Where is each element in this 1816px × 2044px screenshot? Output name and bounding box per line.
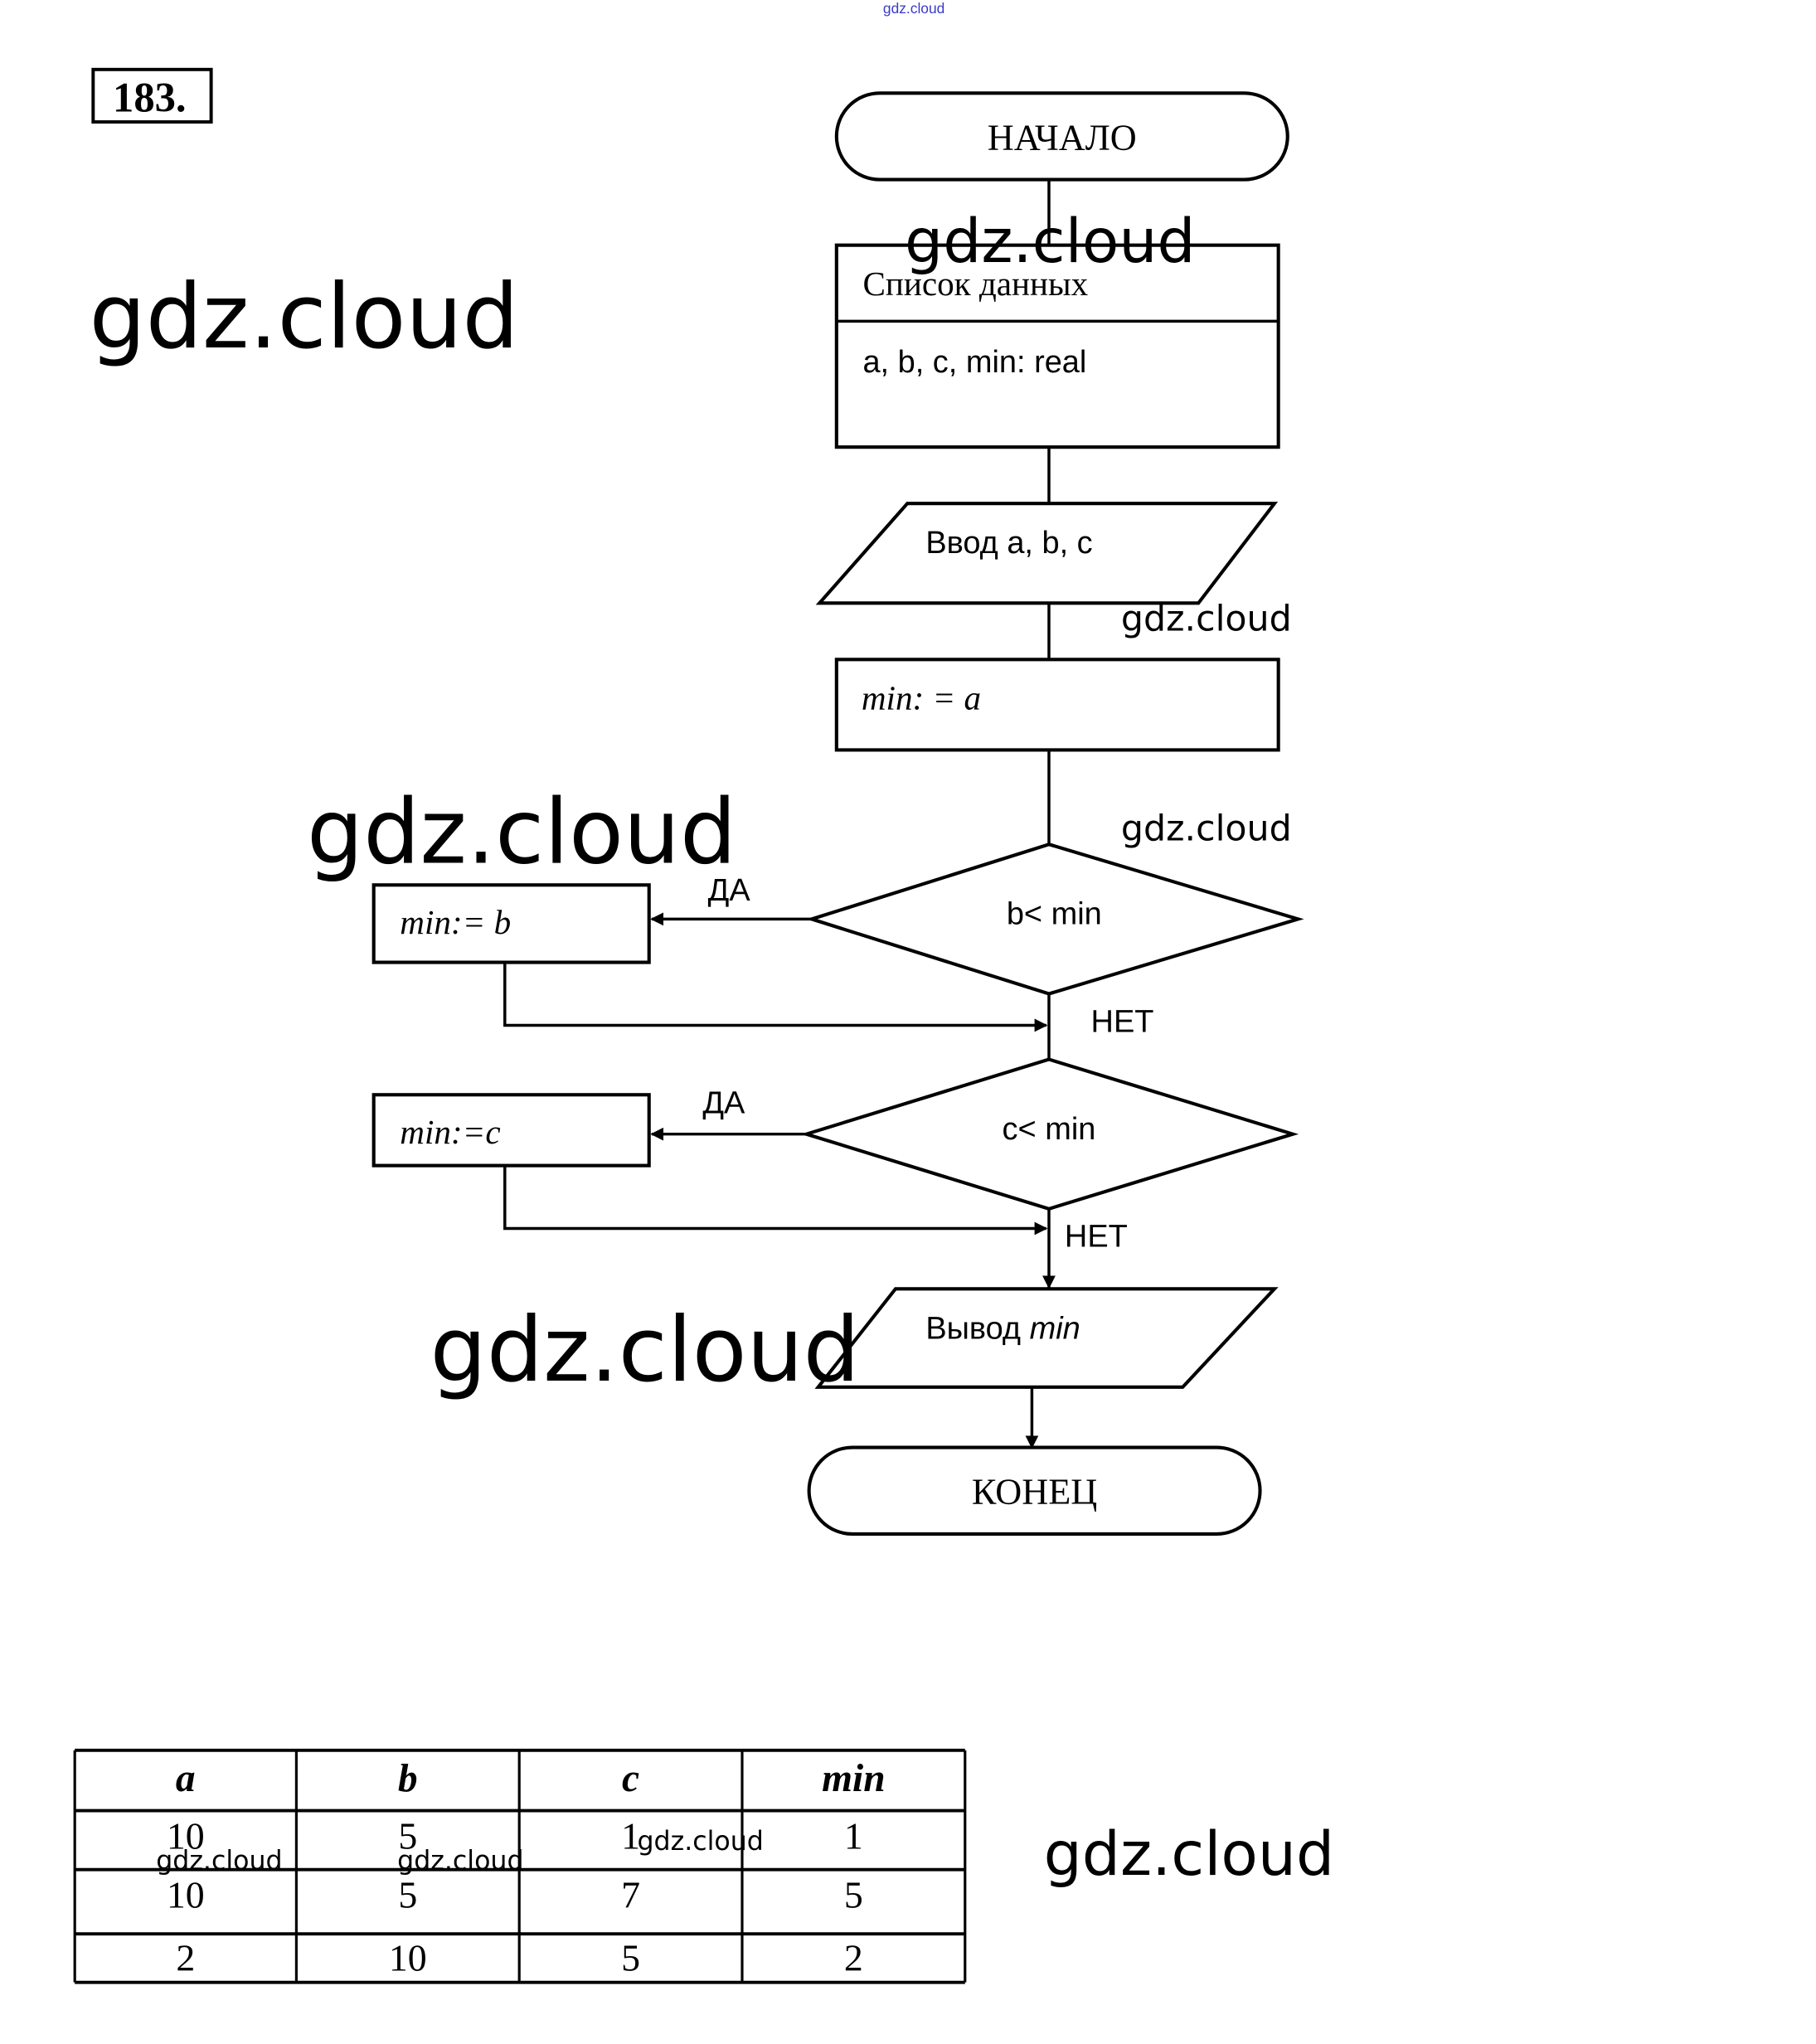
assign-min-c-block: min:=c xyxy=(371,1093,651,1168)
input-label: Ввод a, b, c xyxy=(925,526,1092,561)
decision-2-no-label: НЕТ xyxy=(1065,1220,1128,1255)
table-header-cell: a xyxy=(176,1757,196,1800)
end-terminal: КОНЕЦ xyxy=(807,1445,1262,1536)
assign-min-a-label: min: = a xyxy=(862,678,981,716)
table-cell: 5 xyxy=(844,1874,863,1916)
watermark: gdz.cloud xyxy=(637,1827,763,1857)
decision-2-condition: c< min xyxy=(1003,1112,1096,1147)
decision-1-condition: b< min xyxy=(1007,897,1102,932)
table-cell: 5 xyxy=(621,1936,640,1978)
connectors xyxy=(503,179,1056,1449)
output-block: Вывод min xyxy=(814,1287,1279,1389)
table-header-cell: min xyxy=(822,1757,885,1800)
start-terminal: НАЧАЛО xyxy=(834,91,1289,182)
watermark: gdz.cloud xyxy=(1121,599,1292,640)
table-cell: 10 xyxy=(167,1814,205,1857)
watermark: gdz.cloud xyxy=(430,1299,860,1402)
assign-min-b-label: min:= b xyxy=(400,903,511,941)
watermark: gdz.cloud xyxy=(1121,808,1292,850)
watermark: gdz.cloud xyxy=(397,1847,523,1876)
assign-min-b-block: min:= b xyxy=(371,883,651,964)
watermark: gdz.cloud xyxy=(905,206,1196,277)
table-cell: 2 xyxy=(844,1936,863,1978)
data-block-title: Список данных xyxy=(862,265,1088,303)
decision-1-yes-label: ДА xyxy=(708,873,751,908)
trace-table: a b c min 10 5 1 1 10 5 7 5 2 10 5 2 xyxy=(73,1748,967,1984)
output-label: Вывод min xyxy=(925,1311,1080,1346)
watermark: gdz.cloud xyxy=(1044,1819,1335,1890)
decision-b-less-min: b< min xyxy=(805,842,1304,996)
table-cell: 5 xyxy=(398,1814,417,1857)
watermark: gdz.cloud xyxy=(307,780,736,884)
table-cell: 2 xyxy=(176,1936,195,1978)
table-header-cell: b xyxy=(398,1757,418,1800)
table-cell: 1 xyxy=(844,1814,863,1857)
table-cell: 5 xyxy=(398,1874,417,1916)
problem-number-box: 183. xyxy=(91,67,213,124)
arrow-return-1 xyxy=(503,962,1048,1032)
decision-2-yes-label: ДА xyxy=(702,1085,745,1120)
output-var: min xyxy=(1030,1311,1080,1346)
output-prefix: Вывод xyxy=(925,1311,1029,1346)
table-cell: 10 xyxy=(167,1874,205,1916)
watermark: gdz.cloud xyxy=(156,1847,282,1876)
end-label: КОНЕЦ xyxy=(972,1472,1097,1512)
decision-1-no-label: НЕТ xyxy=(1091,1004,1154,1039)
top-watermark: gdz.cloud xyxy=(883,0,944,17)
table-cell: 1 xyxy=(621,1814,640,1857)
table-cell: 7 xyxy=(621,1874,640,1916)
problem-number: 183. xyxy=(113,74,187,120)
assign-min-c-label: min:=c xyxy=(400,1113,500,1151)
data-block-declaration: a, b, c, min: real xyxy=(862,345,1086,380)
start-label: НАЧАЛО xyxy=(988,117,1137,158)
watermark: gdz.cloud xyxy=(90,265,519,369)
data-declaration-block: Список данных a, b, c, min: real xyxy=(834,243,1280,449)
decision-c-less-min: c< min xyxy=(800,1057,1299,1211)
arrow-return-2 xyxy=(503,1165,1048,1236)
assign-min-a-block: min: = a xyxy=(834,658,1280,752)
table-header-cell: c xyxy=(622,1757,639,1800)
input-block: Ввод a, b, c xyxy=(815,502,1279,605)
table-cell: 10 xyxy=(389,1936,427,1978)
